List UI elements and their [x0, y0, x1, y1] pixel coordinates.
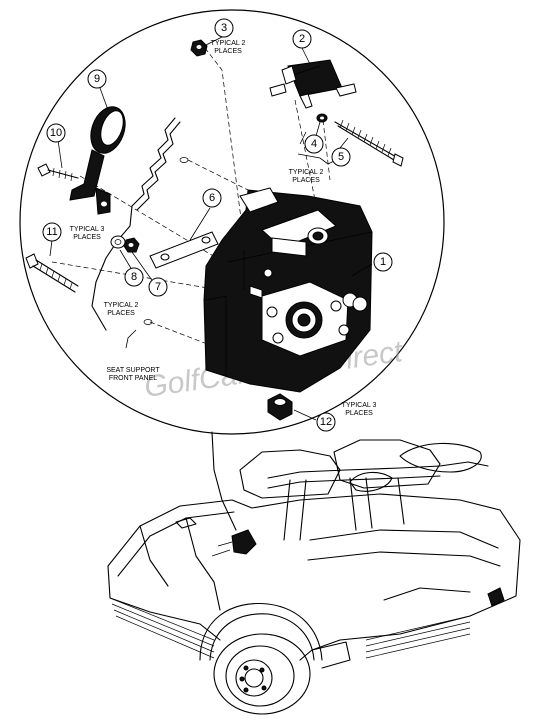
nut-part-7: [123, 237, 140, 253]
golf-cart: [107, 439, 521, 715]
svg-text:PLACES: PLACES: [214, 48, 242, 55]
svg-text:1: 1: [380, 256, 386, 268]
bracket-part-6: [149, 231, 219, 269]
note-typical-2-right: TYPICAL 2 PLACES: [289, 169, 324, 184]
nut-part-12: [267, 393, 293, 421]
svg-text:12: 12: [320, 416, 332, 428]
screw-part-5: [334, 119, 404, 167]
note-typical-3-bottom: TYPICAL 3 PLACES: [342, 402, 377, 417]
leader-lines: [49, 35, 373, 421]
svg-text:2: 2: [299, 33, 305, 45]
buzzer-part-9: [69, 106, 126, 215]
washer-part-8: [110, 235, 126, 249]
svg-text:6: 6: [209, 192, 215, 204]
svg-text:TYPICAL 2: TYPICAL 2: [289, 169, 324, 176]
svg-text:PLACES: PLACES: [345, 410, 373, 417]
callout-8: 8: [124, 267, 144, 287]
note-typical-2-top: TYPICAL 2 PLACES: [211, 40, 246, 55]
svg-text:TYPICAL 2: TYPICAL 2: [104, 302, 139, 309]
svg-text:8: 8: [131, 271, 137, 283]
nut-part-3: [190, 39, 208, 57]
callout-6: 6: [202, 188, 222, 208]
callout-11: 11: [42, 222, 62, 242]
note-typical-3-left: TYPICAL 3 PLACES: [70, 226, 105, 241]
svg-text:4: 4: [311, 138, 317, 150]
callout-4: 4: [304, 134, 324, 154]
switch-assembly-part-1: [203, 187, 373, 393]
detail-pointer-line: [211, 431, 237, 531]
svg-text:TYPICAL 2: TYPICAL 2: [211, 40, 246, 47]
note-typical-2-left: TYPICAL 2 PLACES: [104, 302, 139, 317]
callout-9: 9: [87, 69, 107, 89]
note-seat-support: SEAT SUPPORT FRONT PANEL: [106, 367, 160, 382]
callout-10: 10: [46, 123, 66, 143]
callout-7: 7: [148, 277, 168, 297]
svg-text:FRONT PANEL: FRONT PANEL: [109, 375, 157, 382]
svg-text:PLACES: PLACES: [107, 310, 135, 317]
svg-text:TYPICAL 3: TYPICAL 3: [70, 226, 105, 233]
callout-3: 3: [214, 18, 234, 38]
svg-text:SEAT SUPPORT: SEAT SUPPORT: [106, 367, 160, 374]
svg-text:PLACES: PLACES: [73, 234, 101, 241]
svg-text:9: 9: [94, 73, 100, 85]
svg-text:5: 5: [338, 151, 344, 163]
svg-text:11: 11: [46, 226, 57, 238]
svg-text:7: 7: [155, 281, 161, 293]
screw-part-11: [25, 253, 79, 293]
callout-5: 5: [331, 147, 351, 167]
micro-switch-part-2: [269, 59, 357, 109]
callout-1: 1: [373, 252, 393, 272]
washer-part-4: [316, 113, 328, 123]
callout-12: 12: [316, 412, 336, 432]
svg-text:TYPICAL 3: TYPICAL 3: [342, 402, 377, 409]
svg-text:PLACES: PLACES: [292, 177, 320, 184]
svg-text:10: 10: [50, 127, 62, 139]
callout-2: 2: [292, 29, 312, 49]
svg-text:3: 3: [221, 22, 227, 34]
screw-part-10: [37, 163, 79, 182]
